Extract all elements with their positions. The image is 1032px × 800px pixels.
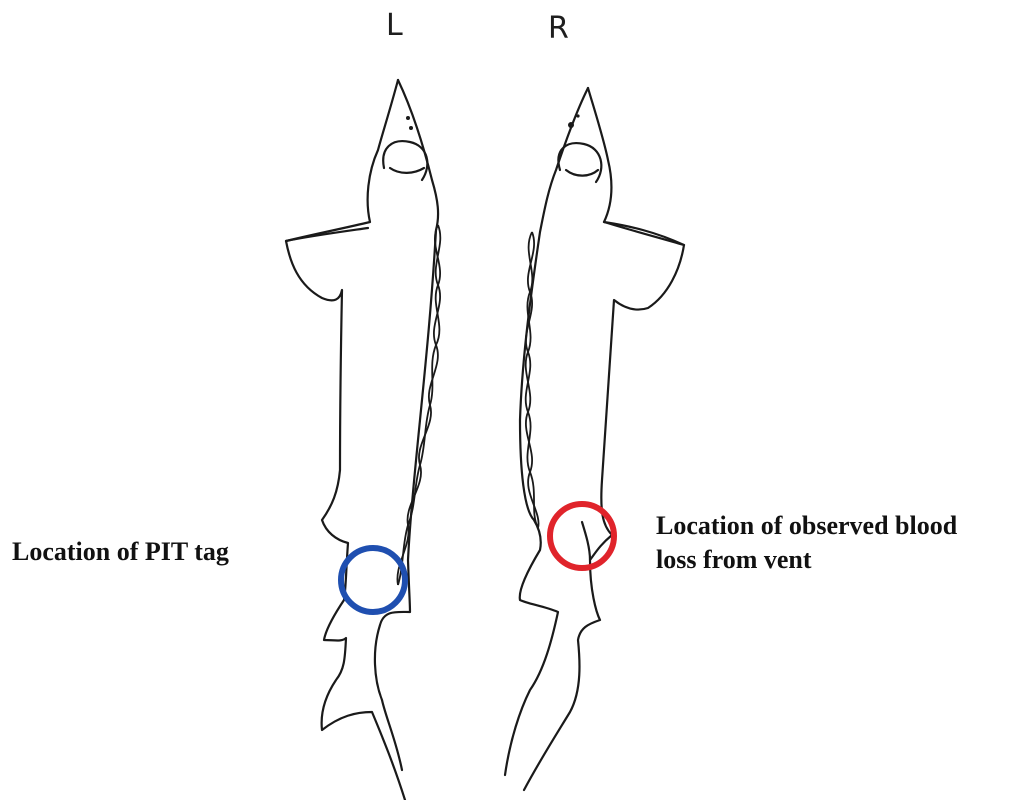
left-scute-row <box>398 225 440 585</box>
blood-loss-callout-line: Location of observed blood <box>656 509 957 543</box>
left-barbel-dot <box>409 126 413 130</box>
pit-tag-marker <box>341 548 405 612</box>
right-vent-mark <box>582 522 590 560</box>
left-pectoral-fin <box>286 228 368 241</box>
blood-loss-callout-line: loss from vent <box>656 543 957 577</box>
left-barbel-dot <box>406 116 410 120</box>
right-barbel-dot <box>576 114 579 117</box>
blood-loss-callout: Location of observed blood loss from ven… <box>656 509 957 577</box>
right-barbel-dot <box>568 122 574 128</box>
left-mouth-line <box>390 168 424 173</box>
right-sturgeon-drawing <box>505 88 684 790</box>
left-sturgeon-drawing <box>286 80 440 800</box>
left-fish-left-outline <box>286 80 405 800</box>
pit-tag-callout: Location of PIT tag <box>12 535 229 569</box>
blood-loss-marker <box>550 504 614 568</box>
right-fish-left-outline <box>505 88 588 775</box>
right-mouth-line <box>566 170 598 176</box>
left-mouth-outline <box>383 141 427 180</box>
left-scute-row <box>397 225 440 585</box>
